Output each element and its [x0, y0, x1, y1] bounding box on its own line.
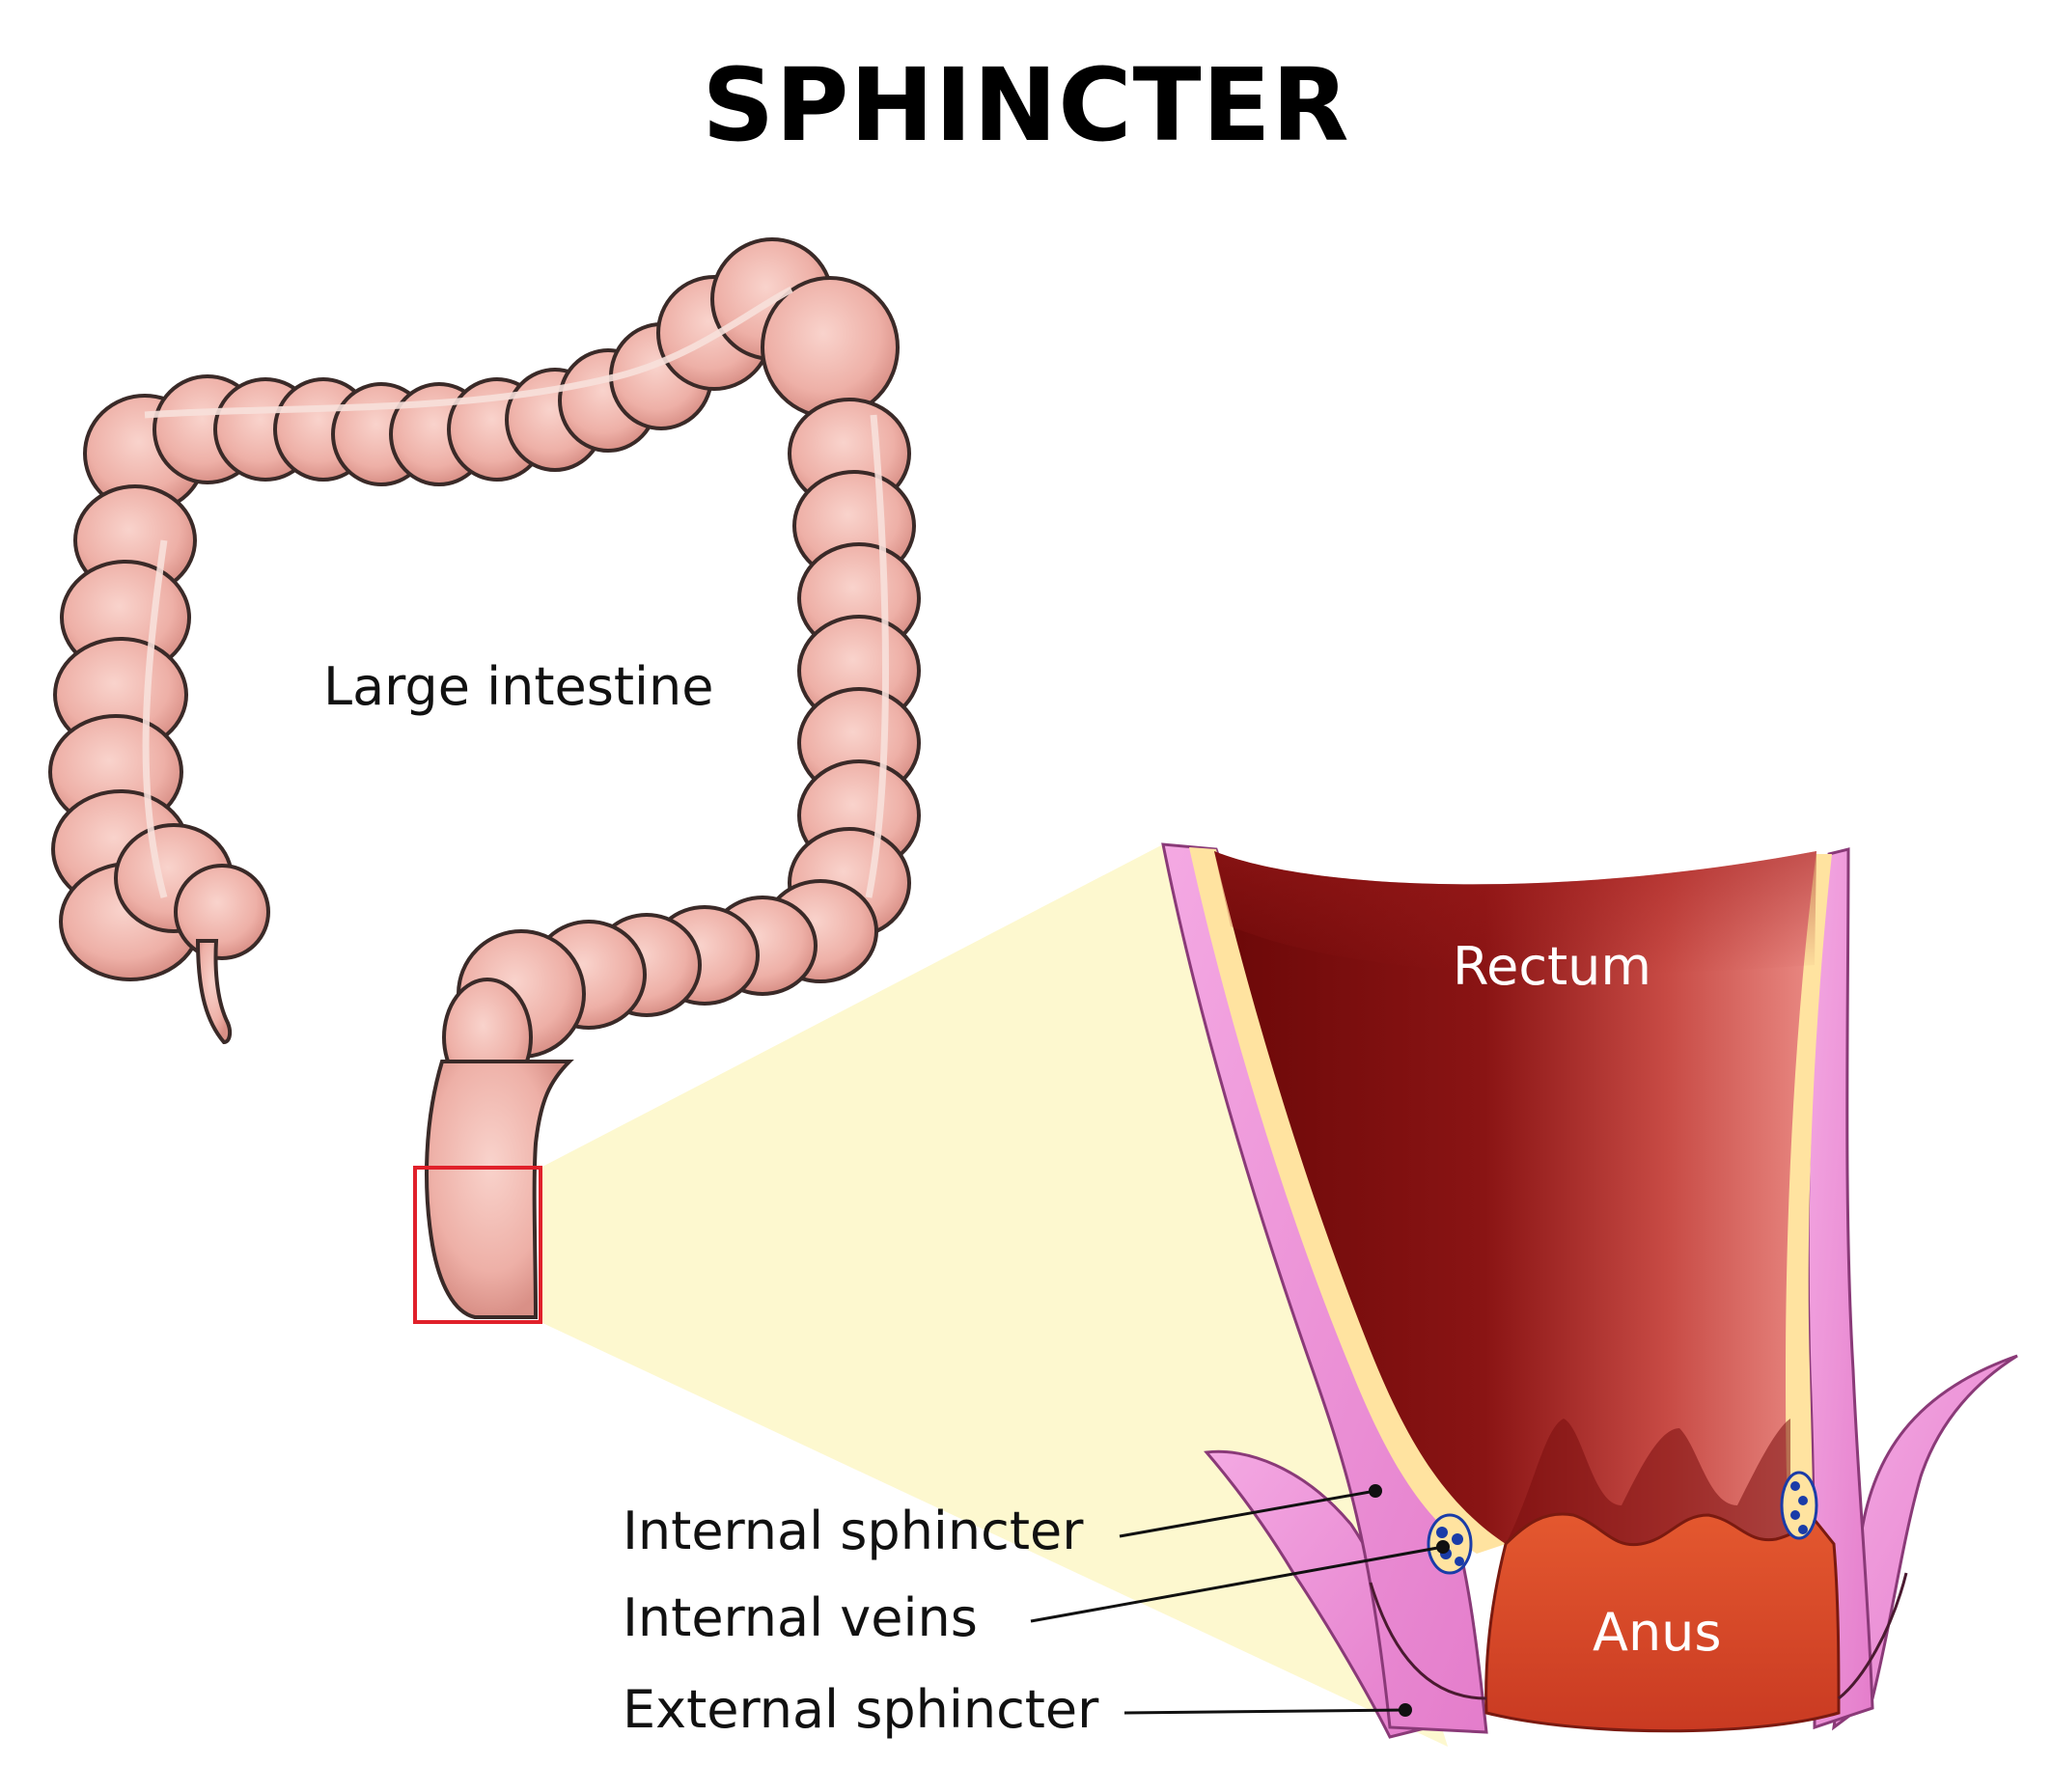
page-title: SPHINCTER — [702, 46, 1350, 164]
label-rectum: Rectum — [1453, 936, 1652, 997]
rectum-wall-left — [1161, 842, 1506, 1734]
sphincter-outline — [1369, 1582, 1487, 1700]
leader-lines — [1030, 1489, 1444, 1715]
vein-cluster-right — [1780, 1471, 1818, 1540]
vein-cluster-left — [1427, 1513, 1473, 1575]
taenia-bands — [142, 286, 889, 898]
label-anus: Anus — [1593, 1602, 1722, 1663]
leader-dots — [1369, 1484, 1450, 1717]
zoom-box — [413, 1166, 542, 1324]
label-internal-sphincter: Internal sphincter — [623, 1501, 1084, 1561]
sphincter-outline-right — [1838, 1572, 1908, 1700]
label-internal-veins: Internal veins — [623, 1587, 978, 1648]
rectum-lumen — [1214, 851, 1816, 1544]
label-large-intestine: Large intestine — [323, 656, 714, 717]
label-external-sphincter: External sphincter — [623, 1679, 1099, 1740]
